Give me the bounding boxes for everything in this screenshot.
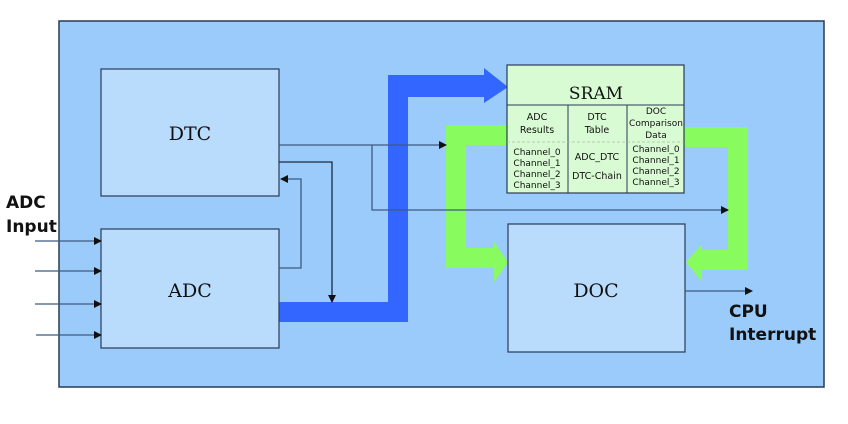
sram-col3-item: Channel_0 [632,145,679,155]
sram-col2-item: ADC_DTC [575,152,620,163]
sram-col3-header-line1: DOC [646,107,666,117]
sram-col3-item: Channel_2 [632,167,679,177]
sram-col1-item: Channel_2 [513,170,560,180]
cpu-interrupt-label-line1: CPU [729,302,768,322]
dtc-label: DTC [169,123,211,145]
sram-col1-item: Channel_3 [513,181,560,191]
adc-to-dtc-trigger-line [279,175,302,269]
dtc-to-bus-line [279,161,336,303]
sram-col1-header-line1: ADC [527,112,548,123]
dtc-block[interactable] [100,68,280,197]
sram-outline [506,64,685,194]
adc-block[interactable] [100,228,280,349]
doc-label: DOC [573,280,618,302]
sram-col1-header-line2: Results [520,125,554,136]
sram-block[interactable]: SRAM ADC Results Channel_0 Channel_1 Cha… [506,64,685,194]
adc-label: ADC [167,280,212,302]
sram-col1-item: Channel_1 [513,159,560,169]
sram-col3-item: Channel_1 [632,156,679,166]
dtc-to-doc-branch-line [371,145,729,214]
adc-input-label-line2: Input [6,217,57,237]
sram-col2-header-line2: Table [584,125,610,136]
sram-to-doc-left-arrow [446,125,508,282]
doc-block[interactable] [507,223,686,353]
sram-col1-item: Channel_0 [513,148,560,158]
sram-to-doc-right-arrow [684,127,748,282]
sram-col3-header-line2: Comparison [629,119,683,129]
cpu-interrupt-label-line2: Interrupt [729,325,816,345]
adc-to-sram-bus-arrow [279,68,508,322]
adc-input-label-line1: ADC [6,193,46,213]
sram-col3-item: Channel_3 [632,178,679,188]
sram-col2-item: DTC-Chain [572,171,622,182]
sram-col2-header-line1: DTC [587,112,607,123]
sram-col3-header-line3: Data [645,131,667,141]
sram-title: SRAM [569,84,623,104]
